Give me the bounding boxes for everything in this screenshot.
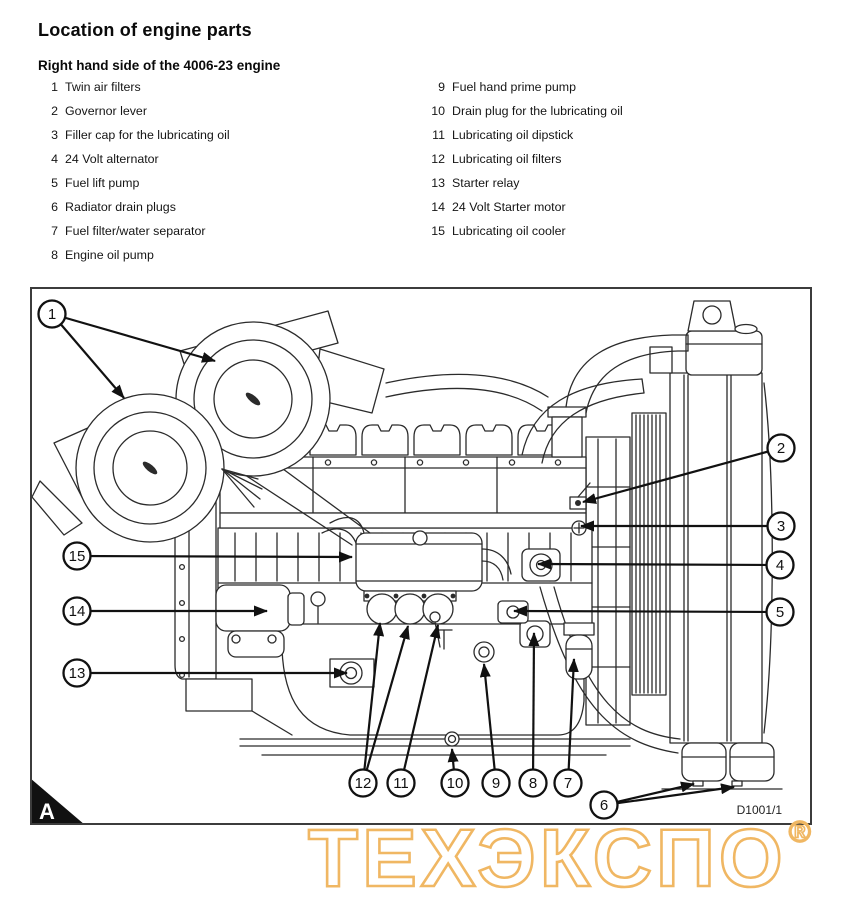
- part-label: Drain plug for the lubricating oil: [452, 104, 623, 118]
- section-subtitle: Right hand side of the 4006-23 engine: [38, 58, 281, 74]
- part-number: 3: [51, 128, 58, 142]
- svg-text:7: 7: [564, 775, 572, 792]
- figure-reference: D1001/1: [737, 803, 783, 817]
- parts-list-left: 1 Twin air filters 2 Governor lever 3 Fille…: [44, 75, 230, 267]
- part-number: 9: [438, 80, 445, 94]
- part-number: 13: [431, 176, 445, 190]
- diagram-border: [30, 287, 812, 825]
- part-item-10: 10 Drain plug for the lubricating oil: [424, 99, 623, 123]
- part-number: 2: [51, 104, 58, 118]
- callout-6: 6: [589, 781, 735, 820]
- watermark-logo: ТЕХЭКСПО ®: [307, 813, 812, 904]
- part-label: Engine oil pump: [65, 248, 154, 262]
- callout-14: 14: [62, 596, 268, 626]
- part-label: 24 Volt alternator: [65, 152, 159, 166]
- svg-text:9: 9: [492, 775, 500, 792]
- part-number: 6: [51, 200, 58, 214]
- callout-9: 9: [479, 663, 511, 798]
- part-item-14: 14 24 Volt Starter motor: [424, 195, 623, 219]
- part-number: 8: [51, 248, 58, 262]
- part-label: Governor lever: [65, 104, 147, 118]
- part-number: 14: [431, 200, 445, 214]
- part-item-7: 7 Fuel filter/water separator: [44, 219, 230, 243]
- part-item-1: 1 Twin air filters: [44, 75, 230, 99]
- svg-text:11: 11: [393, 775, 409, 792]
- callout-8: 8: [518, 632, 548, 798]
- callout-1: 1: [37, 299, 216, 399]
- part-number: 7: [51, 224, 58, 238]
- engine-line-art: [31, 300, 783, 790]
- corner-marker-label: A: [39, 799, 55, 824]
- callout-11: 11: [386, 624, 441, 798]
- part-item-9: 9 Fuel hand prime pump: [424, 75, 623, 99]
- callout-3: 3: [580, 511, 796, 541]
- svg-text:1: 1: [48, 306, 56, 323]
- part-item-4: 4 24 Volt alternator: [44, 147, 230, 171]
- watermark-text: ТЕХЭКСПО: [307, 813, 787, 904]
- svg-text:5: 5: [776, 604, 784, 621]
- part-label: Fuel filter/water separator: [65, 224, 206, 238]
- svg-text:3: 3: [777, 518, 785, 535]
- callout-13: 13: [62, 658, 348, 688]
- svg-text:2: 2: [777, 440, 785, 457]
- part-label: Fuel hand prime pump: [452, 80, 576, 94]
- callout-7: 7: [553, 658, 583, 798]
- part-item-6: 6 Radiator drain plugs: [44, 195, 230, 219]
- part-label: Radiator drain plugs: [65, 200, 176, 214]
- part-item-12: 12 Lubricating oil filters: [424, 147, 623, 171]
- callout-12: 12: [348, 622, 410, 798]
- part-label: 24 Volt Starter motor: [452, 200, 566, 214]
- part-number: 15: [431, 224, 445, 238]
- svg-text:14: 14: [69, 603, 86, 620]
- part-number: 12: [431, 152, 445, 166]
- part-label: Lubricating oil filters: [452, 152, 562, 166]
- part-label: Starter relay: [452, 176, 520, 190]
- part-item-8: 8 Engine oil pump: [44, 243, 230, 267]
- part-number: 10: [431, 104, 445, 118]
- part-number: 11: [432, 128, 445, 142]
- part-label: Lubricating oil cooler: [452, 224, 566, 238]
- part-item-3: 3 Filler cap for the lubricating oil: [44, 123, 230, 147]
- corner-marker: A: [30, 778, 85, 825]
- part-label: Twin air filters: [65, 80, 141, 94]
- svg-text:6: 6: [600, 797, 608, 814]
- callout-4: 4: [537, 550, 795, 580]
- callout-5: 5: [513, 597, 795, 627]
- svg-text:12: 12: [355, 775, 372, 792]
- part-label: Fuel lift pump: [65, 176, 140, 190]
- part-item-5: 5 Fuel lift pump: [44, 171, 230, 195]
- part-label: Lubricating oil dipstick: [452, 128, 574, 142]
- part-number: 4: [51, 152, 58, 166]
- part-item-13: 13 Starter relay: [424, 171, 623, 195]
- part-number: 1: [51, 80, 58, 94]
- page-title: Location of engine parts: [38, 20, 252, 41]
- part-label: Filler cap for the lubricating oil: [65, 128, 230, 142]
- svg-text:8: 8: [529, 775, 537, 792]
- part-item-11: 11 Lubricating oil dipstick: [424, 123, 623, 147]
- parts-list-right: 9 Fuel hand prime pump 10 Drain plug for t…: [424, 75, 623, 243]
- callout-2: 2: [582, 433, 796, 504]
- callout-15: 15: [62, 541, 353, 571]
- callout-10: 10: [440, 748, 470, 798]
- svg-text:4: 4: [776, 557, 784, 574]
- svg-text:13: 13: [69, 665, 86, 682]
- svg-text:15: 15: [69, 548, 86, 565]
- part-number: 5: [51, 176, 58, 190]
- part-item-15: 15 Lubricating oil cooler: [424, 219, 623, 243]
- part-item-2: 2 Governor lever: [44, 99, 230, 123]
- svg-text:10: 10: [447, 775, 464, 792]
